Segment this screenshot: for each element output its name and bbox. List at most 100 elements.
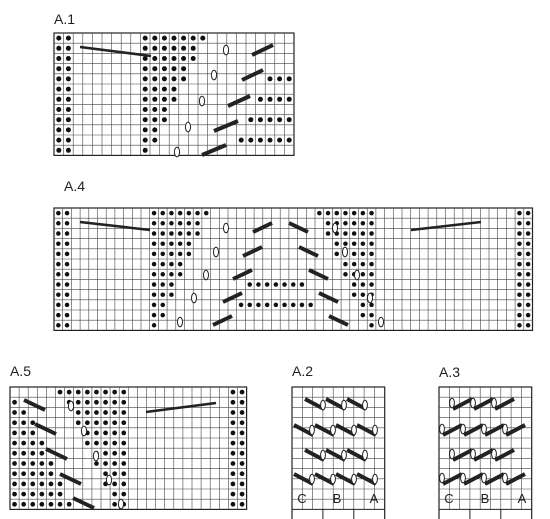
a4-purl-dot (56, 302, 61, 308)
a1-purl-dot (152, 66, 158, 72)
chart-a3-oval-11 (439, 472, 445, 484)
chart-a3-label: A.3 (439, 364, 460, 380)
chart-a5-cable-4 (59, 472, 82, 486)
a5-purl-dot (12, 501, 17, 507)
a4-purl-dot (195, 221, 200, 226)
a1-purl-dot (181, 76, 187, 82)
a1-purl-dot (257, 137, 263, 143)
a4-purl-dot (186, 251, 192, 257)
chart-a2-label: A.2 (292, 363, 313, 379)
chart-a3-oval-10 (491, 448, 497, 460)
a1-purl-dot (56, 107, 62, 112)
a5-purl-dot (121, 450, 127, 456)
chart-a4-twist-oval-r2 (342, 246, 348, 258)
a4-purl-dot (64, 261, 70, 267)
a5-purl-dot (239, 440, 245, 446)
chart-a3-cable-r3a (452, 448, 473, 462)
a4-purl-dot (186, 221, 192, 226)
a4-purl-dot (56, 282, 61, 287)
a5-purl-dot (230, 440, 236, 446)
chart-a3-cable-r4b (463, 472, 484, 486)
a4-purl-dot (238, 302, 244, 308)
a4-purl-dot (64, 231, 70, 236)
chart-a4-cables (79, 220, 482, 328)
a4-purl-dot (334, 210, 340, 216)
a1-purl-dot (171, 66, 177, 72)
a4-purl-dot (160, 221, 166, 226)
a4-purl-dot (151, 251, 157, 257)
a4-purl-dot (360, 231, 366, 236)
a4-purl-dot (360, 302, 366, 308)
a1-purl-dot (181, 45, 187, 51)
chart-a2-oval-9 (341, 449, 347, 461)
chart-a3-cable-r2a (442, 423, 463, 437)
a1-purl-dot (161, 117, 167, 123)
chart-a2-column-labels: C B A (297, 491, 378, 506)
a1-purl-dot (152, 107, 158, 112)
a1-purl-dot (142, 56, 148, 61)
a4-purl-dot (517, 312, 522, 318)
a4-purl-dot (64, 323, 70, 328)
a4-purl-dot (56, 210, 61, 216)
a5-purl-dot (21, 430, 27, 436)
chart-a4-cable-r4 (318, 291, 339, 304)
a1-purl-dot (200, 35, 206, 41)
a4-purl-dot (517, 210, 522, 216)
chart-a1-cable-5 (201, 143, 227, 157)
a1-purl-dot (56, 96, 62, 102)
a4-purl-dot (517, 241, 522, 246)
chart-a3-cable-r2c (484, 423, 505, 437)
a1-purl-dot (65, 147, 71, 153)
a5-purl-dot (112, 471, 118, 477)
a1-purl-dot (181, 56, 187, 61)
a5-purl-dot (39, 450, 45, 456)
a4-purl-dot (195, 210, 200, 216)
chart-a2-oval-6 (351, 424, 357, 436)
a1-purl-dot (277, 76, 283, 82)
a4-purl-dot (369, 231, 374, 236)
a1-purl-dot (248, 117, 254, 123)
a4-purl-dot (360, 282, 366, 287)
chart-a3-cable-r4a (442, 472, 463, 486)
chart-a2-col-label-c: C (297, 491, 306, 506)
a1-purl-dot (65, 66, 71, 72)
a4-purl-dot (56, 312, 61, 318)
a4-purl-dot (177, 272, 183, 277)
a5-purl-dot (103, 450, 108, 456)
a1-purl-dot (286, 137, 292, 143)
chart-a1-cable-3 (227, 94, 251, 108)
a5-purl-dot (103, 430, 108, 436)
a4-purl-dot (369, 312, 374, 318)
chart-a5-cables (23, 398, 217, 510)
a1-purl-dot (267, 137, 273, 143)
a1-purl-dot (181, 66, 187, 72)
a4-purl-dot (525, 302, 531, 308)
chart-a4-twist-oval-l5 (177, 316, 183, 328)
chart-a2-oval-1 (320, 399, 326, 411)
a5-purl-dot (84, 399, 90, 405)
a5-purl-dot (39, 491, 45, 497)
a4-purl-dot (160, 241, 166, 246)
chart-a5-twist-oval-3 (92, 450, 100, 462)
a5-purl-dot (12, 410, 17, 415)
chart-a3-oval-9 (470, 448, 476, 460)
a4-purl-dot (151, 241, 157, 246)
a5-purl-dot (230, 471, 236, 477)
a4-purl-dot (525, 312, 531, 318)
a5-purl-dot (230, 410, 236, 415)
a5-purl-dot (66, 501, 72, 507)
a4-purl-dot (517, 272, 522, 277)
a5-purl-dot (112, 440, 118, 446)
a5-purl-dot (21, 420, 27, 426)
a4-purl-dot (203, 210, 209, 216)
a4-purl-dot (343, 261, 348, 267)
a1-purl-dot (267, 96, 273, 102)
a1-purl-dot (152, 137, 158, 143)
a1-purl-dot (161, 96, 167, 102)
chart-a2-col-label-b: B (333, 491, 342, 506)
chart-a1-cable-long (79, 45, 152, 58)
a5-purl-dot (239, 420, 245, 426)
chart-a3-col-label-c: C (444, 491, 453, 506)
a4-purl-dot (517, 323, 522, 328)
chart-a5-cable-1 (23, 398, 46, 412)
